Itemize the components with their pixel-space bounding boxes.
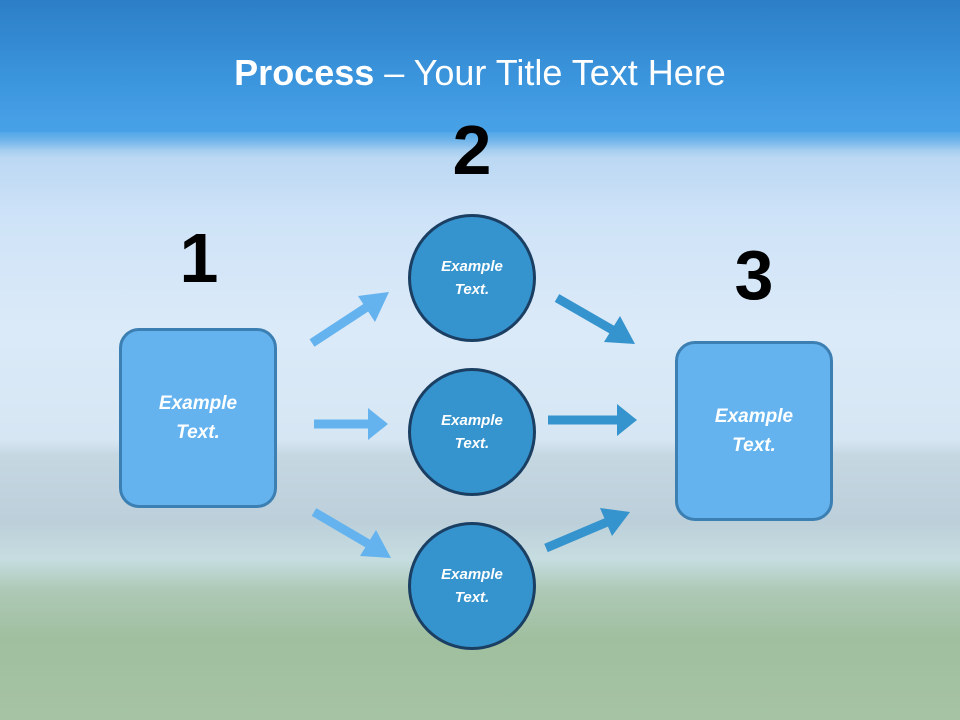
step-2-circle-top: Example Text. [408, 214, 536, 342]
circle-top-text: Example Text. [417, 255, 527, 301]
circle-middle-line2: Text. [454, 435, 490, 452]
circle-middle-text: Example Text. [417, 409, 527, 455]
circle-top-line1: Example [441, 258, 503, 275]
title-band [0, 0, 960, 132]
circle-bottom-line1: Example [441, 566, 503, 583]
circle-bottom-line2: Text. [454, 589, 490, 606]
title-fade [0, 118, 960, 158]
step-3-box-line1: Example [714, 406, 794, 427]
step-2-circle-bottom: Example Text. [408, 522, 536, 650]
arrow-right-middle [548, 404, 637, 436]
step-1-box-text: Example Text. [143, 389, 253, 447]
step-3-box-text: Example Text. [699, 402, 809, 460]
arrow-left-down [311, 508, 391, 558]
arrow-right-down [554, 294, 635, 344]
step-number-2: 2 [452, 111, 492, 189]
step-3-box-line2: Text. [732, 435, 776, 456]
arrow-left-up [309, 292, 389, 347]
arrow-left-middle [314, 408, 388, 440]
arrow-right-up [544, 508, 630, 553]
step-1-box-line1: Example [158, 393, 238, 414]
title-rest: – Your Title Text Here [374, 52, 726, 93]
circle-bottom-text: Example Text. [417, 563, 527, 609]
step-2-circle-middle: Example Text. [408, 368, 536, 496]
step-number-1: 1 [179, 219, 219, 297]
slide-title: Process – Your Title Text Here [0, 52, 960, 94]
step-3-box: Example Text. [675, 341, 833, 521]
step-1-box-line2: Text. [176, 422, 220, 443]
title-bold: Process [234, 52, 375, 93]
circle-top-line2: Text. [454, 281, 490, 298]
circle-middle-line1: Example [441, 412, 503, 429]
step-1-box: Example Text. [119, 328, 277, 508]
step-number-3: 3 [734, 236, 774, 314]
